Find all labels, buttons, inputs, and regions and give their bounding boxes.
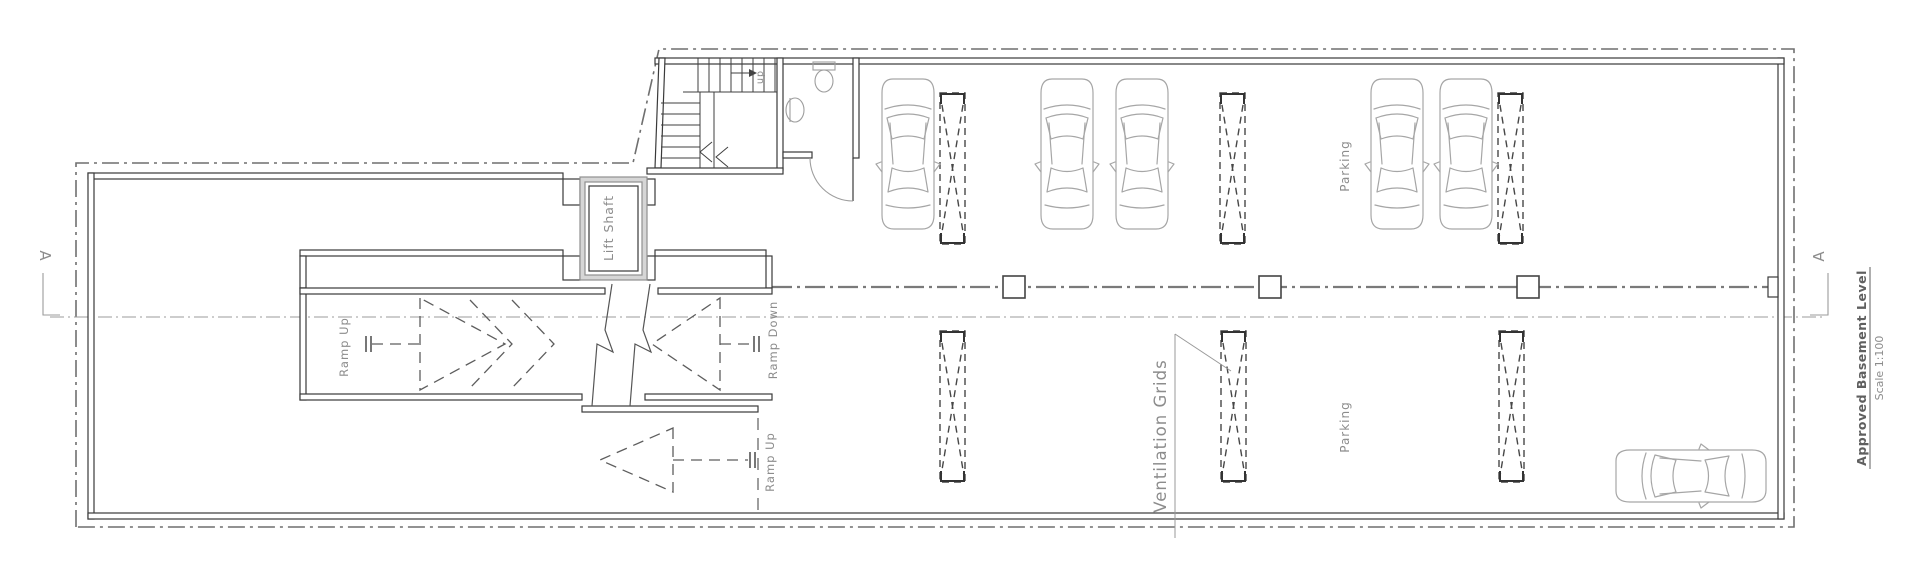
column-marker [1516,275,1540,299]
stairs-up-label: up [755,70,766,84]
ventilation-grids-label: Ventilation Grids [1151,359,1170,512]
ventilation-grid-icon [1497,92,1524,245]
drawing-title: Approved Basement Level [1854,270,1869,466]
ventilation-grids-annotation: Ventilation Grids [1151,333,1232,538]
lift-shaft-label: Lift Shaft [601,195,616,261]
ventilation-grid-icon [939,92,966,245]
car-icon [1364,78,1430,230]
section-flag-left [42,273,60,316]
car-icon [1615,443,1767,509]
ventilation-grid-icon [1219,92,1246,245]
wc-room [785,61,854,202]
section-flag-right [1810,273,1829,316]
staircase: up [661,58,777,168]
column-marker [1258,275,1282,299]
lift-shaft [579,176,648,281]
ramp-markings [365,283,760,512]
ramp-up-top-label: Ramp Up [337,317,351,377]
car-icon [1034,78,1100,230]
ramp-down-label: Ramp Down [766,301,780,380]
title-block: Approved Basement Level Scale 1:100 [1854,267,1886,469]
parking-top-label: Parking [1338,140,1352,192]
door-swing-arc [809,157,854,202]
walls [87,57,1785,520]
section-marker-right: A [1810,250,1828,261]
car-icon [1433,78,1499,230]
ramp-up-bottom-label: Ramp Up [763,432,777,492]
column-marker [1002,275,1026,299]
ventilation-grid-icon [1220,330,1247,483]
sink-icon [785,97,805,123]
drawing-scale: Scale 1:100 [1873,336,1886,401]
ventilation-grid-icon [1498,330,1525,483]
section-marker-left: A [36,250,54,261]
ventilation-grid-icon [939,330,966,483]
parking-bottom-label: Parking [1338,401,1352,453]
toilet-bowl-icon [814,69,834,93]
site-boundary-line [75,48,1795,528]
car-icon [1109,78,1175,230]
car-icon [875,78,941,230]
